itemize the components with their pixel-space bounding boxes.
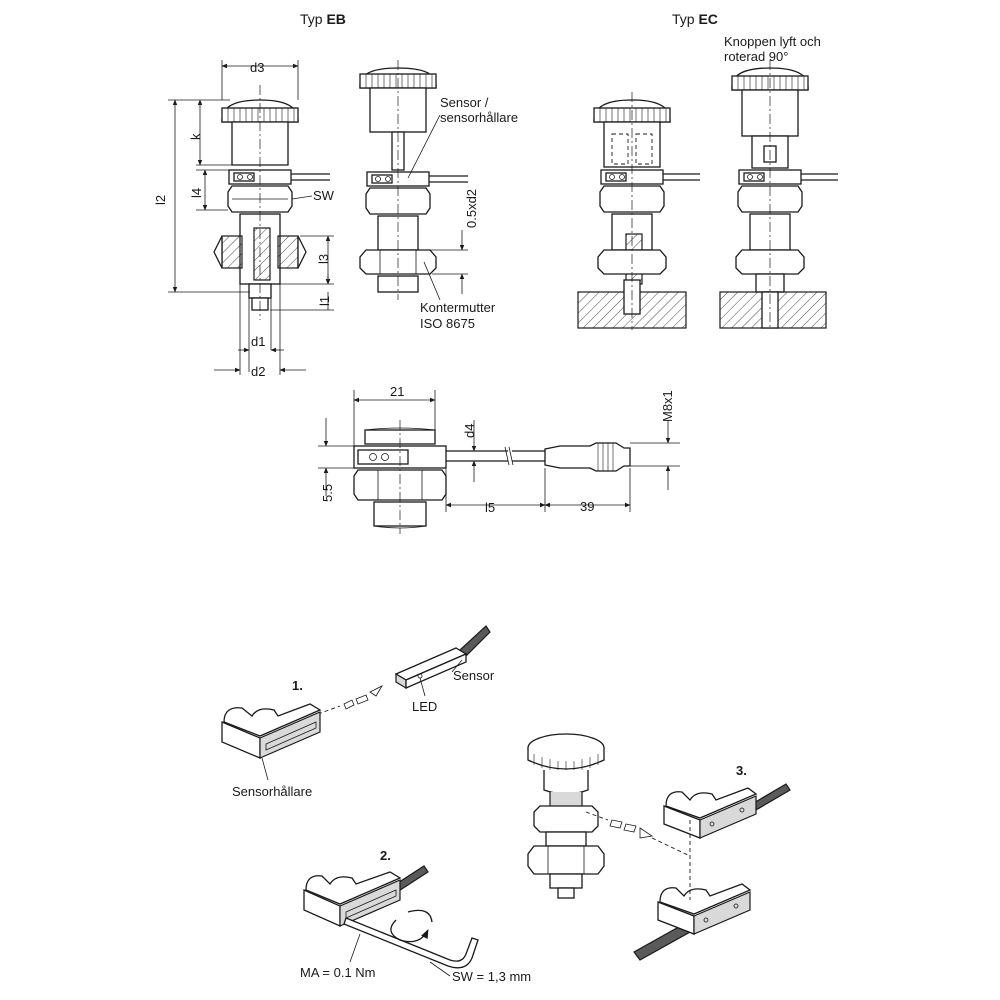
dim-d2: d2 — [251, 364, 265, 379]
eb2-annotations: Sensor / sensorhållare 0.5xd2 Kontermutt… — [407, 95, 518, 331]
dim-l3: l3 — [316, 254, 331, 264]
callout-sensor-line2: sensorhållare — [440, 110, 518, 125]
dim-l1: l1 — [317, 296, 332, 306]
dim-l4: l4 — [189, 188, 204, 198]
dim-21: 21 — [390, 384, 404, 399]
torque-label: MA = 0.1 Nm — [300, 965, 376, 980]
dim-m8: M8x1 — [660, 390, 675, 422]
ec-engaged-view — [577, 92, 700, 330]
ec-note-line1: Knoppen lyft och — [724, 34, 821, 49]
dim-sw: SW — [313, 188, 335, 203]
ec-note-line2: roterad 90° — [724, 49, 788, 64]
ec-title: Typ EC — [672, 11, 718, 27]
sensor-detail-dimensions: 21 5.5 d4 M8x1 l5 39 — [318, 384, 680, 515]
assembly-step-3: 3. — [527, 733, 791, 961]
callout-sensor-line1: Sensor / — [440, 95, 489, 110]
assembly-step-1: 1. Sensor LED Sensorhållare — [221, 625, 495, 799]
dim-39: 39 — [580, 499, 594, 514]
dim-d1: d1 — [251, 334, 265, 349]
eb-section-view — [213, 85, 330, 320]
dim-d3: d3 — [250, 60, 264, 75]
sensor-label: Sensor — [453, 668, 495, 683]
dim-d4: d4 — [462, 424, 477, 438]
assembly-step-2: 2. MA = 0.1 Nm SW = 1,3 mm — [300, 848, 531, 984]
ec-retracted-view — [719, 60, 838, 330]
eb-retracted-view — [359, 60, 468, 300]
dim-half-d2: 0.5xd2 — [464, 189, 479, 228]
step-2-label: 2. — [380, 848, 391, 863]
holder-label: Sensorhållare — [232, 784, 312, 799]
sensor-detail-view — [353, 420, 631, 534]
hex-key-label: SW = 1,3 mm — [452, 969, 531, 984]
eb-title: Typ EB — [300, 11, 346, 27]
dim-k: k — [188, 133, 203, 140]
callout-nut-line1: Kontermutter — [420, 300, 496, 315]
callout-nut-line2: ISO 8675 — [420, 316, 475, 331]
dim-l2: l2 — [153, 195, 168, 205]
step-1-label: 1. — [292, 678, 303, 693]
eb-dimensions: d3 l2 k l4 SW l3 l1 d1 d2 — [153, 60, 335, 379]
dim-5-5: 5.5 — [320, 484, 335, 502]
dim-l5: l5 — [485, 500, 495, 515]
led-label: LED — [412, 699, 437, 714]
step-3-label: 3. — [736, 763, 747, 778]
